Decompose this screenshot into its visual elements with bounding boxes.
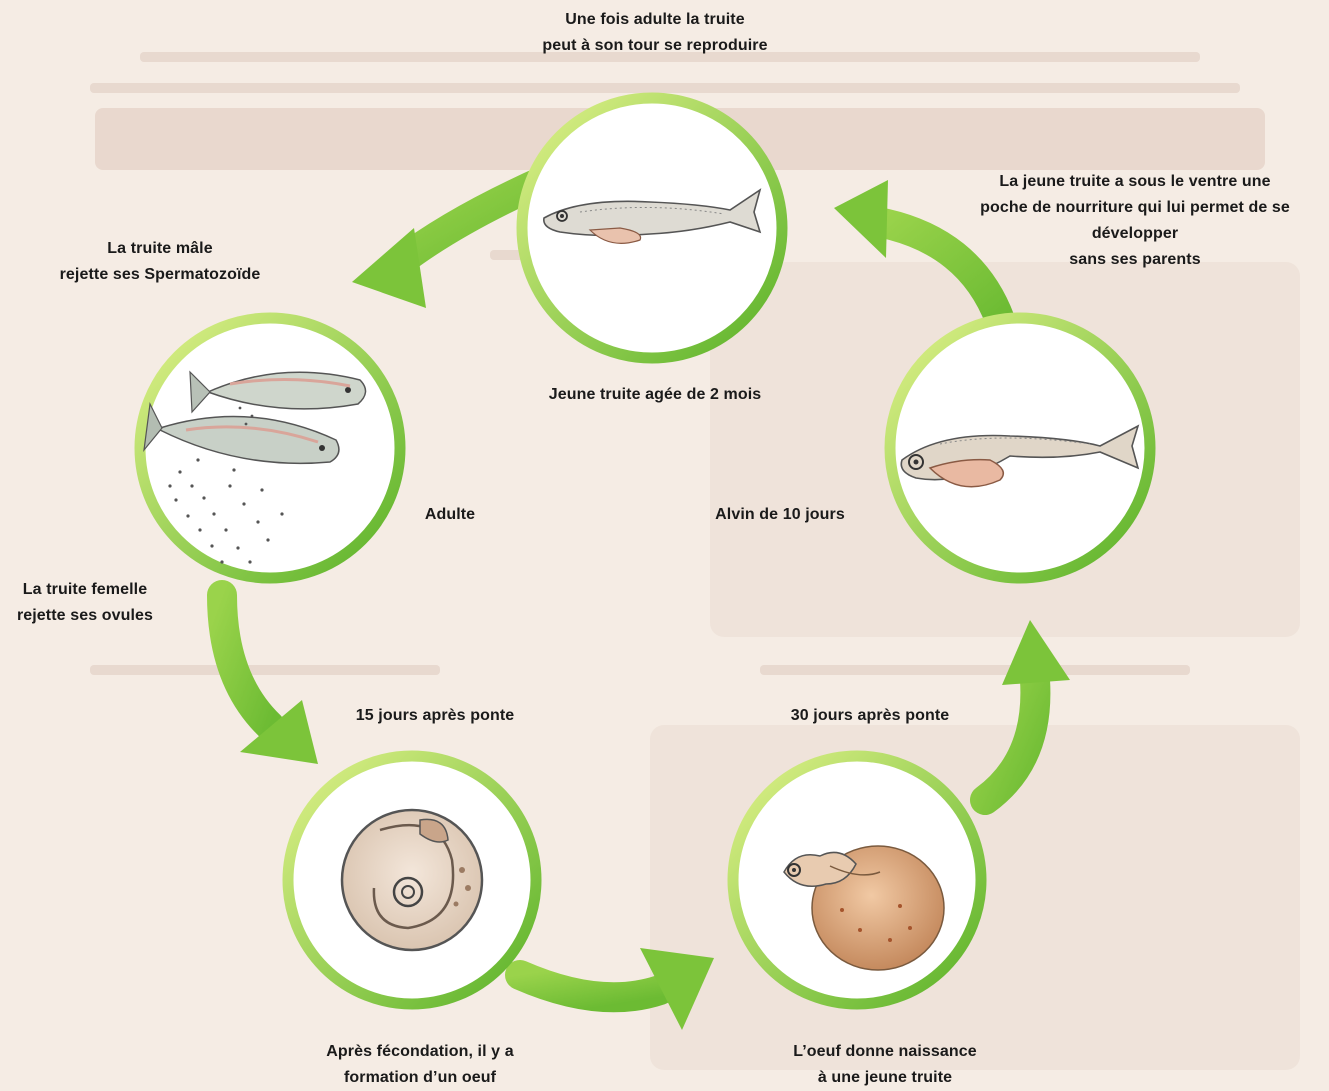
caption-hatching: L’oeuf donne naissance à une jeune truit…	[765, 1039, 1005, 1091]
circle-adult	[140, 318, 400, 578]
circle-egg-15-days	[288, 756, 536, 1004]
circle-hatching-30-days	[733, 756, 981, 1004]
caption-young-trout-2-months: Jeune truite agée de 2 mois	[520, 382, 790, 408]
caption-alevin-10-days: Alvin de 10 jours	[690, 502, 870, 528]
circle-alevin-10-days	[890, 318, 1150, 578]
note-yolk-sac: La jeune truite a sous le ventre une poc…	[950, 169, 1320, 273]
caption-young-trout-adult-again: Une fois adulte la truite peut à son tou…	[510, 7, 800, 59]
note-male-trout: La truite mâle rejette ses Spermatozoïde	[30, 236, 290, 288]
caption-egg-formation: Après fécondation, il y a formation d’un…	[300, 1039, 540, 1091]
note-female-trout: La truite femelle rejette ses ovules	[0, 577, 170, 629]
caption-15-days: 15 jours après ponte	[330, 703, 540, 729]
arrow-left	[222, 595, 318, 764]
caption-adult: Adulte	[400, 502, 500, 528]
arrow-bottom	[520, 948, 714, 1030]
circle-young-trout-2-months	[522, 98, 782, 358]
caption-30-days: 30 jours après ponte	[765, 703, 975, 729]
arrow-top-left	[352, 180, 545, 308]
arrow-right	[985, 620, 1070, 800]
egg-illustration	[342, 810, 482, 950]
